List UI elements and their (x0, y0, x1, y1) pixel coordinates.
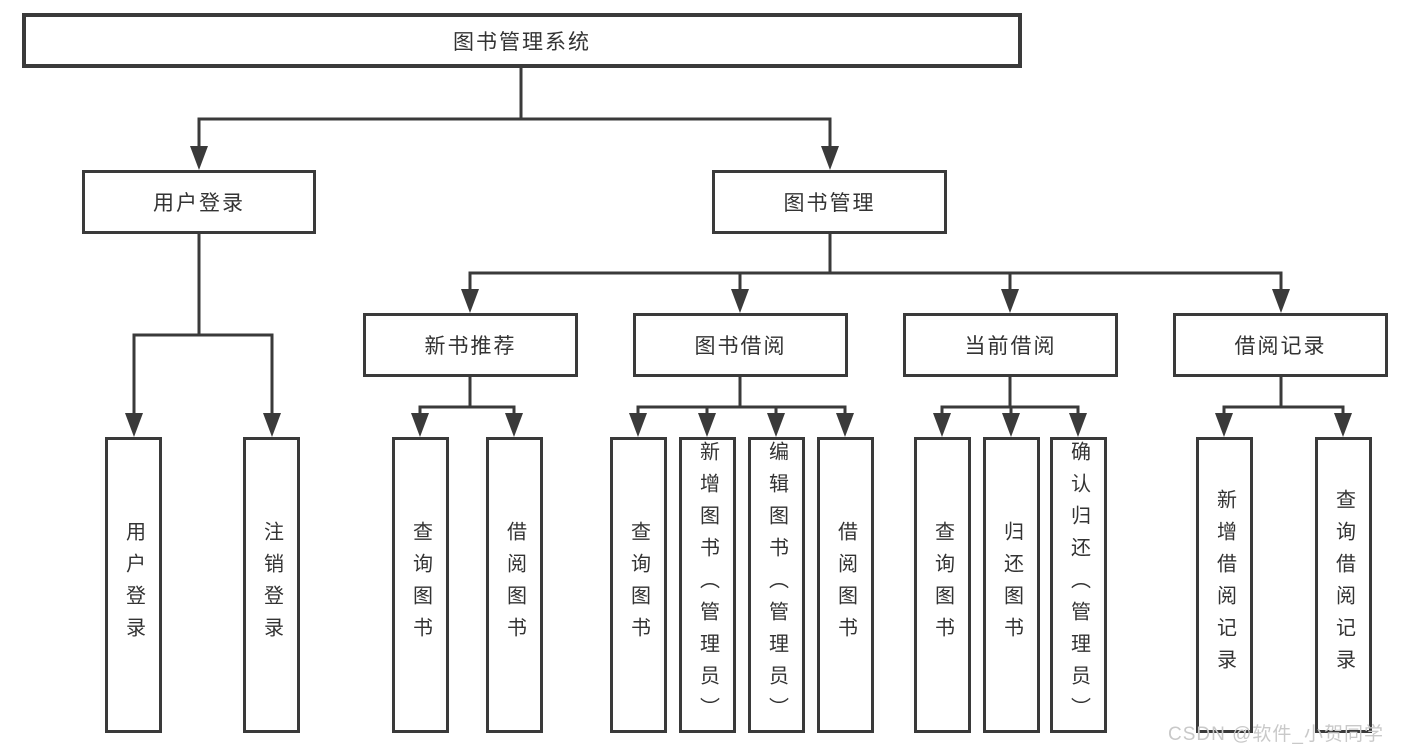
leaf-edit-books-admin: 编辑图书（管理员） (748, 437, 805, 733)
node-book-management: 图书管理 (712, 170, 947, 234)
leaf-label: 注销登录 (260, 521, 283, 649)
leaf-user-login: 用户登录 (105, 437, 162, 733)
leaf-label: 借阅图书 (503, 521, 526, 649)
node-book-management-system: 图书管理系统 (22, 13, 1022, 68)
leaf-add-books-admin: 新增图书（管理员） (679, 437, 736, 733)
node-label: 图书借阅 (694, 335, 787, 358)
node-current-borrowing: 当前借阅 (903, 313, 1118, 377)
node-new-book-recommend: 新书推荐 (363, 313, 578, 377)
leaf-label: 借阅图书 (834, 521, 857, 649)
leaf-query-borrow-record: 查询借阅记录 (1315, 437, 1372, 733)
leaf-add-borrow-record: 新增借阅记录 (1196, 437, 1253, 733)
node-label: 用户登录 (153, 192, 245, 215)
node-book-borrowing: 图书借阅 (633, 313, 848, 377)
leaf-label: 确认归还（管理员） (1067, 441, 1090, 729)
node-label: 图书管理 (783, 192, 876, 215)
leaf-return-books: 归还图书 (983, 437, 1040, 733)
leaf-label: 归还图书 (1000, 521, 1023, 649)
leaf-query-books-recommend: 查询图书 (392, 437, 449, 733)
leaf-borrow-books-recommend: 借阅图书 (486, 437, 543, 733)
node-label: 新书推荐 (424, 335, 517, 358)
node-label: 借阅记录 (1234, 335, 1327, 358)
leaf-borrow-books-borrowing: 借阅图书 (817, 437, 874, 733)
node-label: 图书管理系统 (453, 30, 591, 54)
node-borrow-records: 借阅记录 (1173, 313, 1388, 377)
leaf-label: 查询图书 (409, 521, 432, 649)
leaf-label: 查询借阅记录 (1332, 489, 1355, 681)
node-user-login: 用户登录 (82, 170, 316, 234)
leaf-label: 新增图书（管理员） (696, 441, 719, 729)
leaf-label: 编辑图书（管理员） (765, 441, 788, 729)
leaf-label: 用户登录 (122, 521, 145, 649)
csdn-watermark: CSDN @软件_小贺同学 (1168, 724, 1384, 745)
leaf-logout: 注销登录 (243, 437, 300, 733)
leaf-label: 查询图书 (931, 521, 954, 649)
leaf-confirm-return-admin: 确认归还（管理员） (1050, 437, 1107, 733)
node-label: 当前借阅 (964, 335, 1057, 358)
leaf-label: 查询图书 (627, 521, 650, 649)
leaf-query-books-borrowing: 查询图书 (610, 437, 667, 733)
leaf-query-books-current: 查询图书 (914, 437, 971, 733)
leaf-label: 新增借阅记录 (1213, 489, 1236, 681)
arrowhead-icons (125, 146, 1352, 437)
